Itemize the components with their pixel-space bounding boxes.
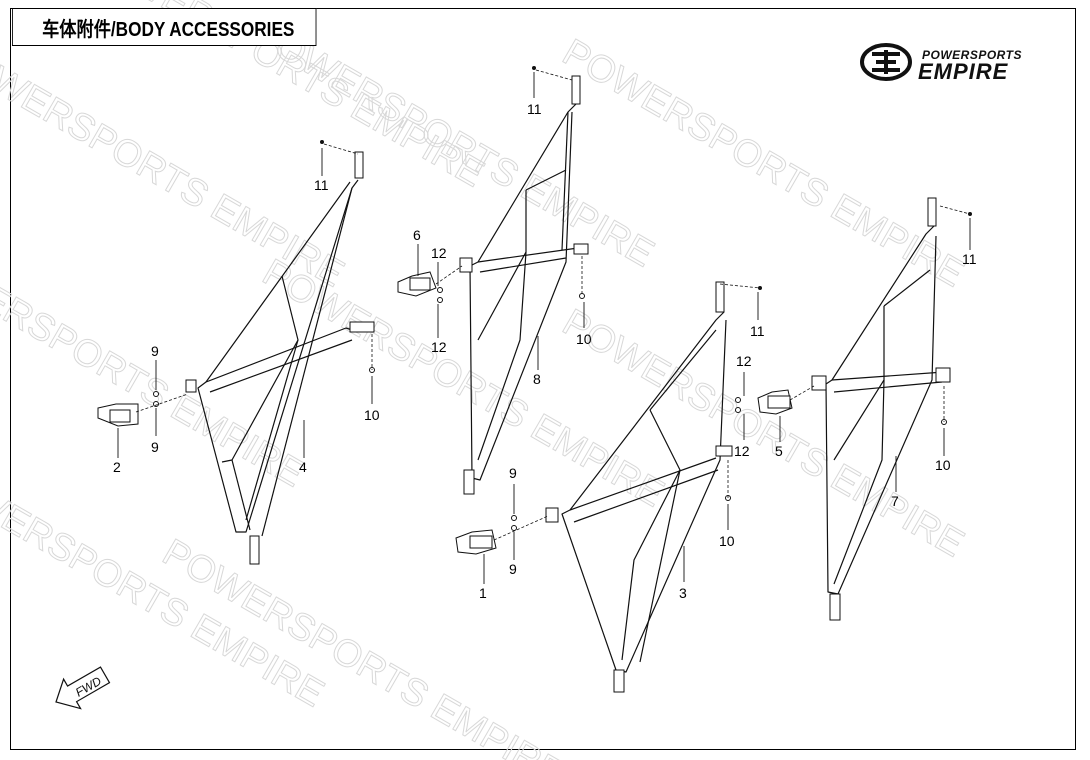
fasteners (153, 66, 972, 531)
callout-10: 10 (719, 533, 735, 549)
callout-12: 12 (736, 353, 752, 369)
brand-logo: POWERSPORTS EMPIRE (860, 40, 1060, 86)
part-6-bracket (397, 271, 437, 297)
callout-12: 12 (431, 339, 447, 355)
fwd-arrow: FWD (55, 666, 111, 710)
part-5-bracket (757, 389, 793, 415)
watermark-line: POWERSPORTS EMPIRE (256, 251, 671, 515)
callout-10: 10 (576, 331, 592, 347)
callout-8: 8 (533, 371, 541, 387)
callout-11: 11 (527, 101, 542, 117)
callout-11: 11 (314, 177, 329, 193)
part-1-bracket (455, 529, 497, 555)
part-3-net-frame (545, 281, 733, 693)
callout-10: 10 (935, 457, 951, 473)
page-title-text: 车体附件/BODY ACCESSORIES (42, 18, 295, 41)
logo-bottom-text: EMPIRE (918, 59, 1009, 84)
part-8-net-frame (459, 75, 589, 495)
callout-2: 2 (113, 459, 121, 475)
callout-9: 9 (151, 439, 159, 455)
diagram-sheet (10, 8, 1076, 750)
part-7-net-frame (811, 197, 951, 621)
part-4-net-frame (185, 151, 375, 565)
callout-10: 10 (364, 407, 380, 423)
empire-logo-mark-icon (860, 43, 912, 81)
callout-6: 6 (413, 227, 421, 243)
callout-3: 3 (679, 585, 687, 601)
callout-ticks (117, 72, 971, 584)
callout-9: 9 (151, 343, 159, 359)
part-2-bracket (97, 403, 139, 427)
logo-top-text: POWERSPORTS (922, 48, 1022, 62)
callout-labels: 2 9 9 4 11 10 6 12 12 11 8 10 1 9 9 3 11… (113, 101, 977, 601)
callout-12: 12 (431, 245, 447, 261)
callout-9: 9 (509, 561, 517, 577)
callout-12: 12 (734, 443, 750, 459)
callout-9: 9 (509, 465, 517, 481)
callout-11: 11 (962, 251, 977, 267)
callout-5: 5 (775, 443, 783, 459)
leader-lines (135, 69, 971, 541)
callout-1: 1 (479, 585, 487, 601)
callout-4: 4 (299, 459, 307, 475)
callout-7: 7 (891, 493, 899, 509)
callout-11: 11 (750, 323, 765, 339)
watermark-line: POWERSPORTS EMPIRE (0, 451, 331, 715)
page-title: 车体附件/BODY ACCESSORIES (12, 8, 317, 46)
